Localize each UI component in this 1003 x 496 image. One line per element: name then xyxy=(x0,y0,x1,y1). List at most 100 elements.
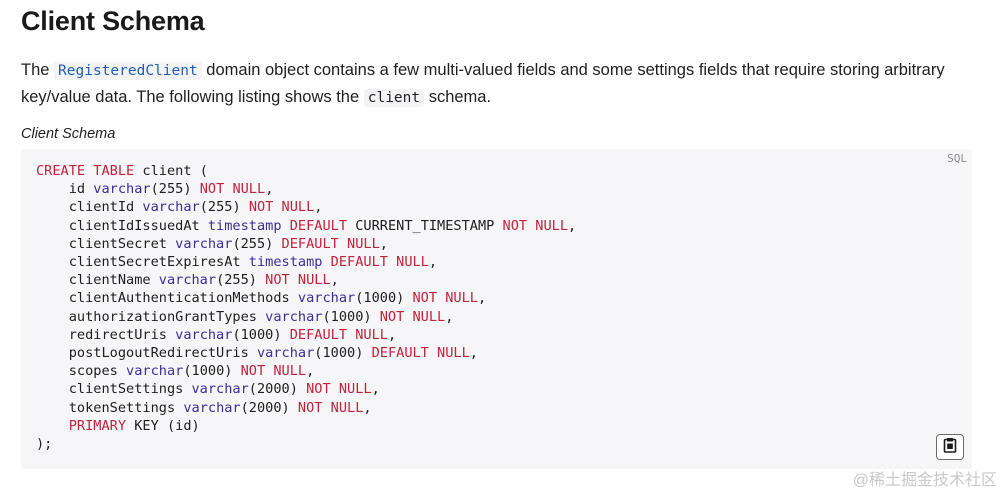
sql-text: clientSecretExpiresAt xyxy=(36,254,249,271)
sql-keyword: NOT NULL xyxy=(306,381,372,398)
sql-type: varchar xyxy=(297,290,356,307)
sql-text: , xyxy=(265,181,274,198)
sql-keyword: NOT NULL xyxy=(297,399,364,416)
code-line: clientSecret varchar(255) DEFAULT NULL, xyxy=(36,235,576,253)
code-line: tokenSettings varchar(2000) NOT NULL, xyxy=(36,399,576,417)
sql-type: timestamp xyxy=(207,217,282,234)
sql-text: , xyxy=(306,363,315,380)
code-line: postLogoutRedirectUris varchar(1000) DEF… xyxy=(36,344,576,362)
sql-text xyxy=(322,254,330,270)
intro-text-2: domain object contains a few multi-value… xyxy=(21,61,945,106)
sql-type: timestamp xyxy=(248,254,323,271)
code-line: PRIMARY KEY (id) xyxy=(36,417,576,435)
sql-keyword: NOT NULL xyxy=(412,290,478,307)
page-title: Client Schema xyxy=(21,6,205,36)
sql-text: client ( xyxy=(134,163,208,179)
sql-type: varchar xyxy=(158,272,217,289)
code-line: clientSettings varchar(2000) NOT NULL, xyxy=(36,380,576,398)
sql-text: (1000) xyxy=(314,345,372,362)
code-line: redirectUris varchar(1000) DEFAULT NULL, xyxy=(36,326,576,344)
sql-text: , xyxy=(428,254,438,271)
sql-keyword: DEFAULT NULL xyxy=(371,345,470,362)
sql-text xyxy=(36,418,69,434)
sql-keyword: CREATE TABLE xyxy=(36,163,135,179)
sql-text: clientIdIssuedAt xyxy=(36,217,208,234)
intro-text-1: The xyxy=(21,61,55,79)
sql-type: varchar xyxy=(256,345,315,362)
sql-text: (1000) xyxy=(322,308,380,325)
listing-caption: Client Schema xyxy=(21,126,116,142)
sql-text: , xyxy=(387,326,397,343)
sql-listing[interactable]: CREATE TABLE client ( id varchar(255) NO… xyxy=(36,162,576,453)
registeredclient-code-link[interactable]: RegisteredClient xyxy=(54,62,202,80)
sql-keyword: NOT NULL xyxy=(379,308,446,325)
code-line: id varchar(255) NOT NULL, xyxy=(36,180,576,198)
sql-text: (255) xyxy=(199,199,249,216)
watermark: @稀土掘金技术社区 xyxy=(852,472,997,489)
sql-type: varchar xyxy=(126,363,184,380)
code-line: ); xyxy=(36,435,576,453)
sql-text: redirectUris xyxy=(36,326,176,343)
sql-text: (255) xyxy=(216,272,266,289)
sql-text xyxy=(282,218,290,234)
sql-keyword: PRIMARY xyxy=(68,417,127,434)
copy-button[interactable] xyxy=(936,434,964,460)
sql-text: , xyxy=(314,199,323,216)
sql-text: , xyxy=(330,272,339,289)
code-line: clientIdIssuedAt timestamp DEFAULT CURRE… xyxy=(36,217,576,235)
sql-keyword: DEFAULT NULL xyxy=(330,254,429,271)
sql-text: tokenSettings xyxy=(36,399,184,416)
sql-text: id xyxy=(36,181,94,198)
sql-type: varchar xyxy=(142,199,200,216)
sql-type: varchar xyxy=(175,235,233,252)
language-label: SQL xyxy=(947,152,967,165)
sql-text: clientName xyxy=(36,272,159,289)
sql-keyword: NOT NULL xyxy=(240,363,307,380)
sql-keyword: NOT NULL xyxy=(265,272,331,289)
sql-keyword: DEFAULT xyxy=(289,217,348,234)
code-block: SQL CREATE TABLE client ( id varchar(255… xyxy=(21,149,972,469)
code-line: clientAuthenticationMethods varchar(1000… xyxy=(36,289,576,307)
sql-text: , xyxy=(568,217,577,234)
sql-text: , xyxy=(363,399,372,416)
sql-text: CURRENT_TIMESTAMP xyxy=(347,217,503,234)
sql-keyword: DEFAULT NULL xyxy=(281,235,380,252)
sql-type: varchar xyxy=(93,181,151,198)
sql-text: (255) xyxy=(150,181,200,198)
sql-text: scopes xyxy=(36,363,127,380)
sql-text: (2000) xyxy=(248,381,307,398)
code-line: clientSecretExpiresAt timestamp DEFAULT … xyxy=(36,253,576,271)
intro-paragraph: The RegisteredClient domain object conta… xyxy=(21,57,972,111)
sql-text: , xyxy=(445,308,454,325)
sql-text: authorizationGrantTypes xyxy=(36,308,266,325)
sql-type: varchar xyxy=(175,326,233,343)
sql-type: varchar xyxy=(191,381,249,398)
client-inline-code: client xyxy=(363,89,425,107)
sql-text: (255) xyxy=(232,235,282,252)
sql-text: (2000) xyxy=(240,399,298,416)
sql-type: varchar xyxy=(265,308,323,325)
sql-keyword: NOT NULL xyxy=(502,217,569,234)
sql-text: , xyxy=(469,345,478,362)
code-line: CREATE TABLE client ( xyxy=(36,162,576,180)
sql-text: , xyxy=(477,290,487,307)
sql-text: clientAuthenticationMethods xyxy=(36,290,298,307)
sql-keyword: NOT NULL xyxy=(199,181,266,198)
sql-text: (1000) xyxy=(232,326,290,343)
sql-text: ); xyxy=(36,436,53,453)
sql-keyword: DEFAULT NULL xyxy=(289,326,388,343)
intro-text-3: schema. xyxy=(424,88,492,106)
sql-text: (1000) xyxy=(183,363,241,380)
sql-text: KEY (id) xyxy=(126,417,200,434)
sql-type: varchar xyxy=(183,399,241,416)
sql-text: , xyxy=(379,235,388,252)
sql-text: , xyxy=(371,381,380,398)
code-line: scopes varchar(1000) NOT NULL, xyxy=(36,362,576,380)
sql-text: clientId xyxy=(36,199,143,216)
sql-text: clientSecret xyxy=(36,235,176,252)
sql-text: (1000) xyxy=(355,290,413,307)
sql-text: clientSettings xyxy=(36,381,192,398)
code-line: authorizationGrantTypes varchar(1000) NO… xyxy=(36,308,576,326)
sql-keyword: NOT NULL xyxy=(248,199,315,216)
code-line: clientName varchar(255) NOT NULL, xyxy=(36,271,576,289)
